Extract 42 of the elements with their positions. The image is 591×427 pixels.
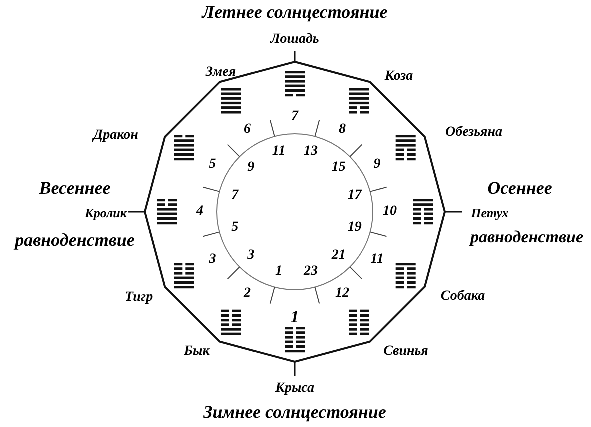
hour-number: 7 — [232, 188, 239, 203]
title: Летнее солнцестояние — [202, 3, 388, 21]
season-label: равноденствие — [15, 231, 135, 249]
hour-number: 13 — [304, 145, 318, 160]
animal-label: Собака — [440, 290, 486, 304]
month-number: 11 — [370, 252, 384, 266]
month-number: 9 — [374, 158, 381, 172]
animal-label: Змея — [206, 66, 236, 80]
season-label: Осеннее — [488, 179, 552, 197]
month-number: 5 — [209, 158, 216, 172]
month-number: 12 — [336, 287, 350, 302]
animal-label: Кролик — [85, 206, 127, 220]
month-number: 1 — [290, 308, 300, 326]
hour-number: 19 — [348, 221, 362, 236]
month-number: 6 — [244, 122, 251, 137]
hour-number: 21 — [332, 248, 346, 263]
month-number: 3 — [209, 252, 216, 266]
month-number: 10 — [383, 205, 397, 219]
season-label: Весеннее — [39, 179, 111, 197]
animal-label: Дракон — [94, 129, 138, 143]
month-number: 8 — [339, 122, 346, 137]
animal-label: Обезьяна — [446, 126, 502, 140]
season-label: равноденствие — [470, 228, 584, 246]
hour-number: 9 — [248, 161, 255, 176]
month-number: 7 — [292, 110, 298, 124]
animal-label: Бык — [184, 345, 210, 359]
animal-label: Тигр — [124, 291, 154, 305]
hour-number: 11 — [272, 145, 286, 160]
hour-number: 3 — [248, 248, 255, 263]
hour-number: 1 — [275, 264, 282, 279]
hour-number: 17 — [348, 188, 362, 203]
month-number: 4 — [196, 205, 204, 219]
hour-number: 23 — [304, 264, 318, 279]
season-label: Зимнее солнцестояние — [204, 403, 386, 421]
hour-number: 5 — [232, 221, 239, 236]
animal-label: Петух — [471, 206, 509, 220]
animal-label: Коза — [384, 70, 414, 84]
animal-label: Крыса — [275, 382, 315, 396]
hour-number: 15 — [332, 161, 346, 176]
animal-label: Свинья — [384, 345, 428, 359]
month-number: 2 — [244, 287, 251, 302]
animal-label: Лошадь — [270, 33, 320, 47]
